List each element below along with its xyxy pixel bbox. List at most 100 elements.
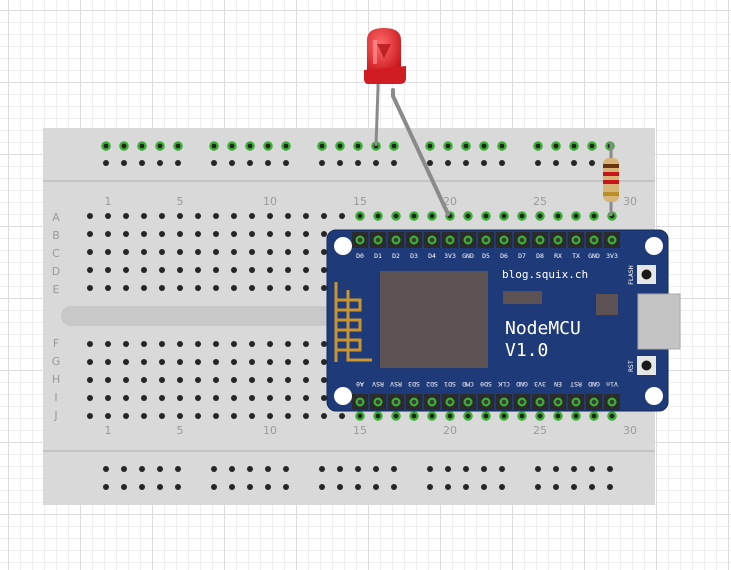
terminal-hole[interactable] bbox=[231, 413, 237, 419]
resistor-icon[interactable] bbox=[603, 142, 619, 216]
terminal-hole[interactable] bbox=[571, 411, 581, 421]
terminal-hole[interactable] bbox=[213, 395, 219, 401]
rail-hole[interactable] bbox=[571, 484, 577, 490]
terminal-hole[interactable] bbox=[303, 267, 309, 273]
terminal-hole[interactable] bbox=[213, 285, 219, 291]
terminal-hole[interactable] bbox=[463, 211, 473, 221]
rail-hole[interactable] bbox=[103, 160, 109, 166]
rail-hole[interactable] bbox=[571, 160, 577, 166]
terminal-hole[interactable] bbox=[177, 249, 183, 255]
rail-hole[interactable] bbox=[587, 141, 597, 151]
terminal-hole[interactable] bbox=[481, 411, 491, 421]
rail-hole[interactable] bbox=[319, 160, 325, 166]
terminal-hole[interactable] bbox=[285, 341, 291, 347]
rail-hole[interactable] bbox=[247, 484, 253, 490]
rail-hole[interactable] bbox=[175, 160, 181, 166]
terminal-hole[interactable] bbox=[177, 395, 183, 401]
terminal-hole[interactable] bbox=[177, 359, 183, 365]
terminal-hole[interactable] bbox=[463, 411, 473, 421]
rail-hole[interactable] bbox=[227, 141, 237, 151]
terminal-hole[interactable] bbox=[177, 377, 183, 383]
rail-hole[interactable] bbox=[119, 141, 129, 151]
terminal-hole[interactable] bbox=[213, 341, 219, 347]
terminal-hole[interactable] bbox=[409, 211, 419, 221]
rail-hole[interactable] bbox=[229, 484, 235, 490]
terminal-hole[interactable] bbox=[123, 377, 129, 383]
terminal-hole[interactable] bbox=[321, 359, 327, 365]
rail-hole[interactable] bbox=[481, 160, 487, 166]
terminal-hole[interactable] bbox=[195, 359, 201, 365]
rail-hole[interactable] bbox=[265, 160, 271, 166]
terminal-hole[interactable] bbox=[231, 377, 237, 383]
rail-hole[interactable] bbox=[463, 160, 469, 166]
rail-hole[interactable] bbox=[553, 466, 559, 472]
terminal-hole[interactable] bbox=[213, 359, 219, 365]
terminal-hole[interactable] bbox=[321, 231, 327, 237]
rail-hole[interactable] bbox=[391, 160, 397, 166]
terminal-hole[interactable] bbox=[285, 395, 291, 401]
rail-hole[interactable] bbox=[553, 160, 559, 166]
terminal-hole[interactable] bbox=[159, 285, 165, 291]
led-icon[interactable] bbox=[364, 28, 406, 84]
terminal-hole[interactable] bbox=[195, 267, 201, 273]
terminal-hole[interactable] bbox=[177, 413, 183, 419]
terminal-hole[interactable] bbox=[87, 213, 93, 219]
terminal-hole[interactable] bbox=[267, 231, 273, 237]
terminal-hole[interactable] bbox=[303, 377, 309, 383]
terminal-hole[interactable] bbox=[321, 249, 327, 255]
terminal-hole[interactable] bbox=[303, 249, 309, 255]
terminal-hole[interactable] bbox=[321, 395, 327, 401]
rail-hole[interactable] bbox=[535, 466, 541, 472]
terminal-hole[interactable] bbox=[87, 395, 93, 401]
terminal-hole[interactable] bbox=[159, 413, 165, 419]
terminal-hole[interactable] bbox=[159, 249, 165, 255]
rail-hole[interactable] bbox=[283, 160, 289, 166]
terminal-hole[interactable] bbox=[231, 231, 237, 237]
rail-hole[interactable] bbox=[265, 466, 271, 472]
terminal-hole[interactable] bbox=[249, 285, 255, 291]
terminal-hole[interactable] bbox=[123, 413, 129, 419]
terminal-hole[interactable] bbox=[231, 249, 237, 255]
terminal-hole[interactable] bbox=[123, 249, 129, 255]
terminal-hole[interactable] bbox=[321, 413, 327, 419]
rail-hole[interactable] bbox=[463, 466, 469, 472]
rail-hole[interactable] bbox=[445, 484, 451, 490]
rail-hole[interactable] bbox=[355, 484, 361, 490]
terminal-hole[interactable] bbox=[249, 267, 255, 273]
terminal-hole[interactable] bbox=[159, 377, 165, 383]
terminal-hole[interactable] bbox=[231, 285, 237, 291]
terminal-hole[interactable] bbox=[87, 413, 93, 419]
terminal-hole[interactable] bbox=[249, 231, 255, 237]
rail-hole[interactable] bbox=[445, 466, 451, 472]
terminal-hole[interactable] bbox=[285, 213, 291, 219]
terminal-hole[interactable] bbox=[589, 411, 599, 421]
rail-hole[interactable] bbox=[373, 484, 379, 490]
terminal-hole[interactable] bbox=[303, 341, 309, 347]
terminal-hole[interactable] bbox=[535, 211, 545, 221]
rail-hole[interactable] bbox=[175, 466, 181, 472]
terminal-hole[interactable] bbox=[267, 213, 273, 219]
terminal-hole[interactable] bbox=[195, 413, 201, 419]
rail-hole[interactable] bbox=[607, 484, 613, 490]
rail-hole[interactable] bbox=[263, 141, 273, 151]
rail-hole[interactable] bbox=[103, 466, 109, 472]
terminal-hole[interactable] bbox=[427, 211, 437, 221]
rail-hole[interactable] bbox=[499, 160, 505, 166]
terminal-hole[interactable] bbox=[195, 395, 201, 401]
terminal-hole[interactable] bbox=[105, 285, 111, 291]
terminal-hole[interactable] bbox=[123, 395, 129, 401]
rail-hole[interactable] bbox=[337, 160, 343, 166]
terminal-hole[interactable] bbox=[373, 211, 383, 221]
terminal-hole[interactable] bbox=[267, 267, 273, 273]
rail-hole[interactable] bbox=[425, 141, 435, 151]
terminal-hole[interactable] bbox=[195, 285, 201, 291]
rail-hole[interactable] bbox=[139, 160, 145, 166]
terminal-hole[interactable] bbox=[553, 211, 563, 221]
rail-hole[interactable] bbox=[553, 484, 559, 490]
terminal-hole[interactable] bbox=[285, 231, 291, 237]
rail-hole[interactable] bbox=[283, 484, 289, 490]
terminal-hole[interactable] bbox=[105, 341, 111, 347]
terminal-hole[interactable] bbox=[213, 213, 219, 219]
terminal-hole[interactable] bbox=[141, 359, 147, 365]
rail-hole[interactable] bbox=[101, 141, 111, 151]
